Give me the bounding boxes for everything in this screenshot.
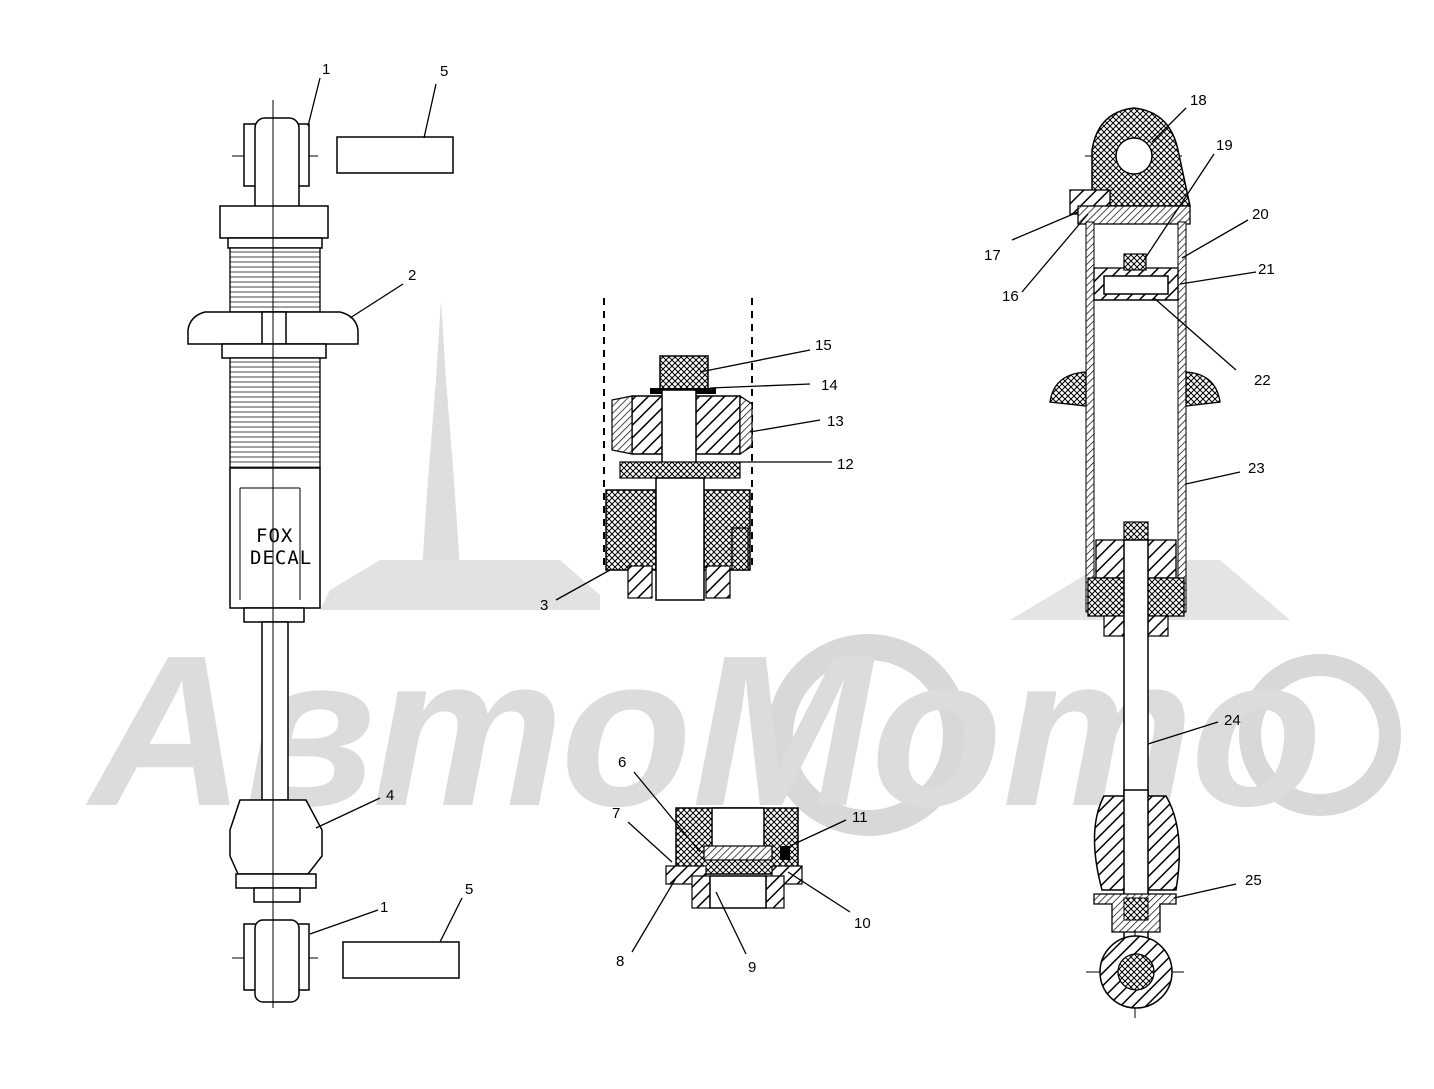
callout-6: 6	[618, 754, 626, 771]
callout-16: 16	[1002, 288, 1019, 305]
callout-2: 2	[408, 267, 416, 284]
callout-24: 24	[1224, 712, 1241, 729]
callout-9: 9	[748, 959, 756, 976]
callout-18: 18	[1190, 92, 1207, 109]
callout-4: 4	[386, 787, 394, 804]
callout-10: 10	[854, 915, 871, 932]
callout-5-bottom: 5	[465, 881, 473, 898]
callout-19: 19	[1216, 137, 1233, 154]
piston-detail	[603, 298, 753, 601]
callout-15: 15	[815, 337, 832, 354]
callout-8: 8	[616, 953, 624, 970]
callout-20: 20	[1252, 206, 1269, 223]
callout-1-top: 1	[322, 61, 330, 78]
callout-1-bottom: 1	[380, 899, 388, 916]
callout-23: 23	[1248, 460, 1265, 477]
callout-3: 3	[540, 597, 548, 614]
callout-14: 14	[821, 377, 838, 394]
callout-labels: 1 5 2 4 1 5 15 14 13 12 3 6 7 11 10 8 9 …	[322, 61, 1275, 976]
callout-7: 7	[612, 805, 620, 822]
shock-cross-section	[1049, 107, 1221, 1018]
callout-17: 17	[984, 247, 1001, 264]
callout-5-top: 5	[440, 63, 448, 80]
decal-line-2: DECAL	[250, 547, 312, 569]
callout-22: 22	[1254, 372, 1271, 389]
shock-assembly-exterior: FOX DECAL	[187, 100, 460, 1008]
callout-25: 25	[1245, 872, 1262, 889]
callout-11: 11	[852, 809, 868, 826]
bearing-cap-detail	[665, 807, 803, 909]
callout-12: 12	[837, 456, 854, 473]
callout-21: 21	[1258, 261, 1275, 278]
decal-line-1: FOX	[256, 525, 293, 547]
leader-lines	[307, 77, 1257, 955]
callout-13: 13	[827, 413, 844, 430]
